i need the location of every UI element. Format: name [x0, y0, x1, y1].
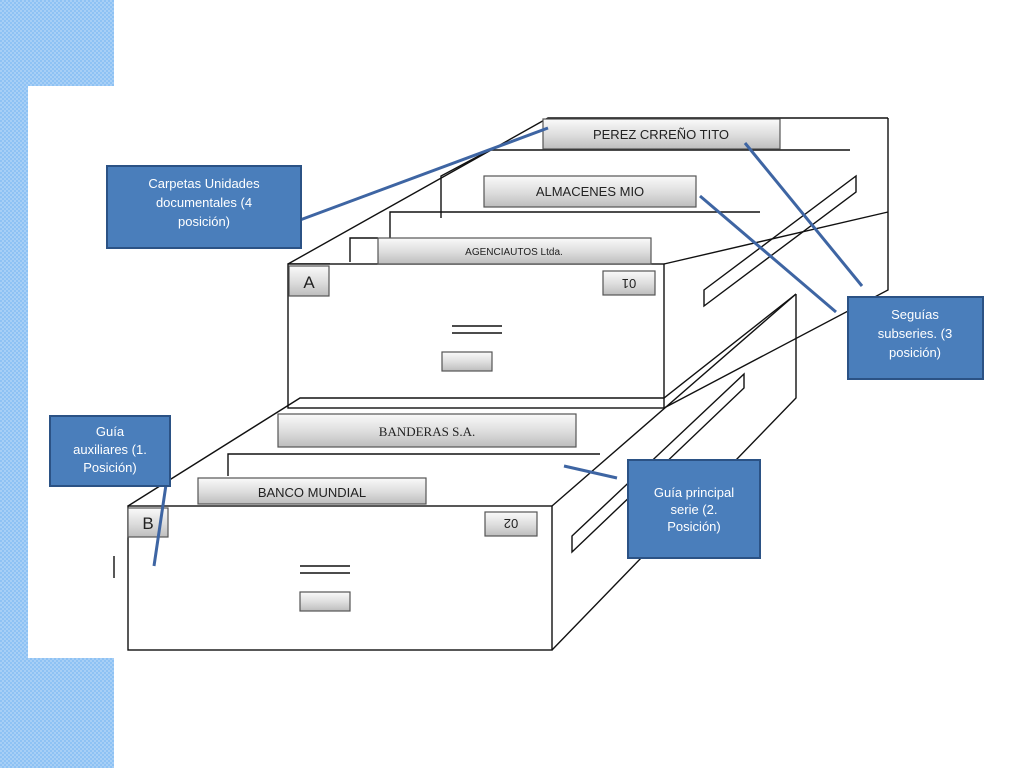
callout-carpetas: Carpetas Unidades documentales (4 posici…: [106, 165, 302, 249]
svg-text:02: 02: [504, 516, 518, 531]
svg-text:posición): posición): [889, 345, 941, 360]
drawer-b-number: 02: [484, 511, 538, 537]
drawer-b: [113, 293, 797, 651]
tab-almacenes: ALMACENES MIO: [483, 175, 697, 208]
svg-text:Carpetas Unidades: Carpetas Unidades: [148, 176, 260, 191]
drawer-a-letter: A: [288, 265, 330, 297]
tab-perez-label: PEREZ CRREÑO TITO: [593, 127, 729, 142]
callout-guia-principal: Guía principal serie (2. Posición): [627, 459, 761, 559]
leader-seguias-1: [743, 142, 864, 287]
tab-perez: PEREZ CRREÑO TITO: [542, 118, 781, 150]
tab-agenciautos-label: AGENCIAUTOS Ltda.: [465, 247, 563, 258]
leader-seguias-2: [699, 194, 837, 314]
svg-text:auxiliares (1.: auxiliares (1.: [73, 442, 147, 457]
svg-text:B: B: [142, 514, 153, 533]
svg-text:serie (2.: serie (2.: [671, 502, 718, 517]
callout-guia-aux: Guía auxiliares (1. Posición): [49, 415, 171, 487]
leader-guia-principal: [563, 464, 618, 480]
svg-text:documentales (4: documentales (4: [156, 195, 252, 210]
tab-almacenes-label: ALMACENES MIO: [536, 184, 644, 199]
drawer-a-number: 01: [602, 270, 656, 296]
tab-banderas: BANDERAS S.A.: [277, 413, 577, 448]
tab-agenciautos: AGENCIAUTOS Ltda.: [377, 237, 652, 265]
drawer-b-pull: [299, 591, 351, 612]
svg-text:Seguías: Seguías: [891, 307, 939, 322]
callout-seguias: Seguías subseries. (3 posición): [847, 296, 984, 380]
svg-text:Guía: Guía: [96, 424, 125, 439]
svg-text:posición): posición): [178, 214, 230, 229]
svg-text:Guía principal: Guía principal: [654, 485, 734, 500]
svg-text:Posición): Posición): [83, 460, 136, 475]
drawer-a-pull: [441, 351, 493, 372]
tab-banderas-label: BANDERAS S.A.: [379, 424, 475, 439]
svg-text:Posición): Posición): [667, 519, 720, 534]
leader-carpetas: [299, 126, 549, 222]
svg-text:A: A: [303, 273, 315, 292]
svg-text:01: 01: [622, 276, 636, 291]
drawer-a: [287, 117, 889, 409]
tab-banco: BANCO MUNDIAL: [197, 477, 427, 505]
svg-text:subseries. (3: subseries. (3: [878, 326, 952, 341]
leader-guia-aux: [152, 477, 169, 567]
tab-banco-label: BANCO MUNDIAL: [258, 485, 366, 500]
